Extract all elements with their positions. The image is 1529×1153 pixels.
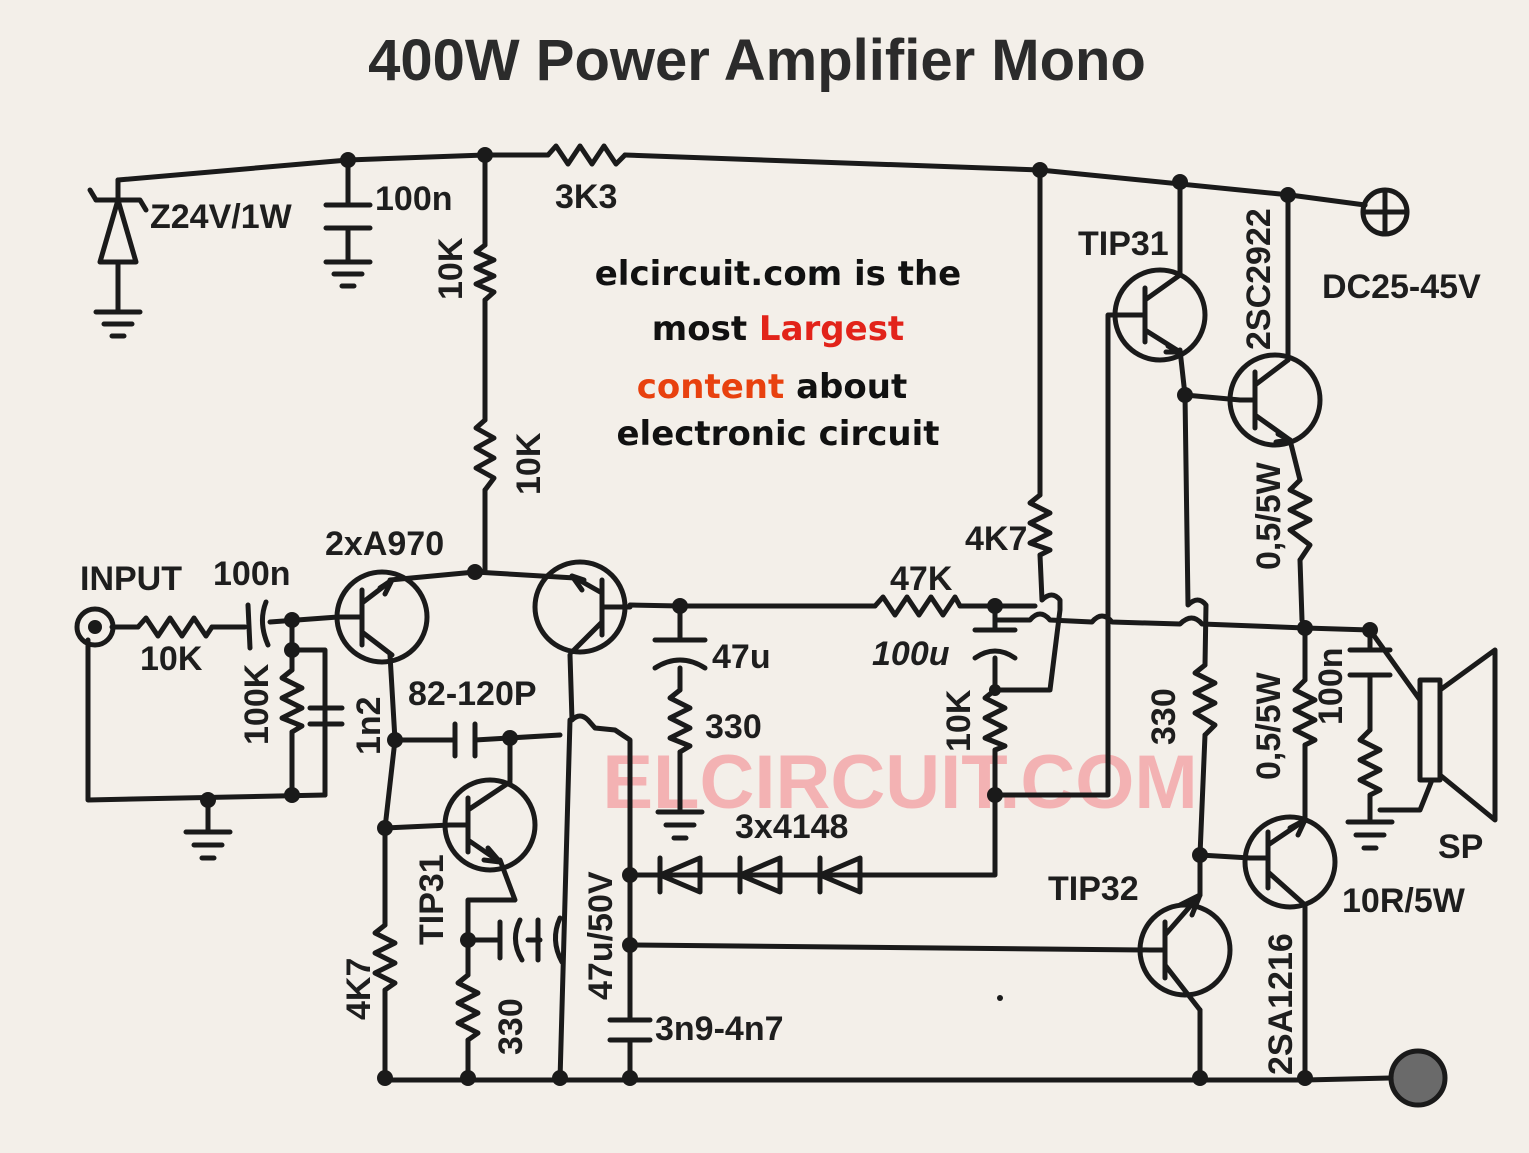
resistor-100k [279,667,305,735]
promo-line-3-content: content [637,367,785,407]
resistor-4k7-right [1027,492,1053,558]
ground-symbol-zener [93,309,143,339]
label-q-pair: 2xA970 [325,525,444,563]
cap-47u-50v [535,915,565,965]
transistor-tip31-driver [442,777,538,873]
ground-symbol-snubber [1345,819,1395,851]
label-r-330-right: 330 [1145,688,1183,745]
cap-47u [652,637,708,671]
label-r-330-mid: 330 [705,708,762,746]
transistor-tip31-output [1112,267,1208,363]
transistor-a970-left [334,569,430,665]
label-cap-3n9: 3n9-4n7 [655,1010,784,1048]
promo-line-2-most: most [652,309,759,349]
cap-100n-top [323,202,373,231]
label-r-10k-right: 10K [940,689,978,752]
label-r-10k-in: 10K [140,640,203,678]
label-cap-1n2: 1n2 [350,696,388,755]
cap-3n9-4n7 [607,1017,653,1043]
resistor-10k-right [982,687,1008,753]
supply-terminal-icon [1360,187,1410,237]
transistor-tip32 [1137,892,1233,1013]
label-r-05-bot: 0,5/5W [1250,671,1288,780]
label-r-47k: 47K [890,560,953,598]
cap-emitter-driver [497,917,525,963]
label-q-2sc2922: 2SC2922 [1240,208,1278,350]
resistor-330-right [1192,662,1218,738]
ground-symbol-cap [323,259,373,289]
resistor-05-5w-bottom [1292,677,1318,748]
zener-diode [87,187,149,265]
junction-dots [200,147,1378,1086]
promo-line-2-largest: Largest [759,309,904,349]
label-q-2sa1216: 2SA1216 [1262,933,1300,1075]
promo-block: elcircuit.com is the most Largest conten… [595,254,962,454]
resistor-10k-input [135,615,215,639]
ground-symbol-47u [655,809,705,841]
label-cap-100n-in: 100n [213,555,291,593]
transistor-2sa1216 [1242,814,1338,910]
resistor-47k [872,594,963,618]
label-r-330-left: 330 [492,998,530,1055]
label-cap-47u: 47u [712,638,771,676]
resistor-10r-5w [1357,727,1383,798]
label-r-100k: 100K [238,663,276,745]
transistor-2sc2922 [1227,352,1323,448]
label-input: INPUT [80,560,182,598]
label-cap-100n-top: 100n [375,180,453,218]
cap-100u [972,627,1018,661]
label-cap-100n-out: 100n [1312,648,1350,726]
transistor-a970-right [532,559,633,655]
page-title: 400W Power Amplifier Mono [368,28,1146,93]
label-r-10k-lower: 10K [510,432,548,495]
label-r-4k7-left: 4K7 [340,958,378,1020]
resistor-10k-lower [473,417,497,493]
label-q-tip31-out: TIP31 [1078,225,1169,263]
label-speaker: SP [1438,828,1483,866]
label-zener: Z24V/1W [150,198,293,236]
speaker-icon [1417,647,1498,823]
promo-line-3: content about [637,367,907,407]
promo-line-1: elcircuit.com is the [595,254,962,294]
label-diodes: 3x4148 [735,808,848,846]
label-q-tip32: TIP32 [1048,870,1139,908]
resistor-330-left [455,937,481,1043]
resistor-4k7-left [372,922,398,993]
component-labels: Z24V/1W 100n 3K3 10K 10K INPUT 100n 10K … [80,178,1483,1075]
input-jack [74,606,116,648]
label-r-10r: 10R/5W [1342,882,1466,920]
label-r-05-top: 0,5/5W [1250,461,1288,570]
promo-line-3-about: about [784,367,907,407]
cap-1n2 [307,705,345,727]
label-supply: DC25-45V [1322,268,1481,306]
ground-symbol-input [183,829,233,861]
ground-terminal-icon [1388,1048,1448,1108]
diode-string [652,855,883,895]
label-r-10k-upper: 10K [432,237,470,300]
resistor-05-5w-top [1287,477,1313,563]
promo-line-4: electronic circuit [617,414,940,454]
resistor-3k3 [545,143,628,167]
label-r-3k3: 3K3 [555,178,617,216]
label-r-4k7-right: 4K7 [965,520,1027,558]
cap-100n-output [1347,647,1393,678]
cap-100n-input [245,599,271,651]
label-cap-47u50v: 47u/50V [582,871,620,1000]
resistor-330-mid [667,687,693,755]
resistor-10k-upper [473,242,497,303]
cap-82-120p [452,721,478,759]
label-cap-82-120p: 82-120P [408,675,537,713]
label-q-tip31-driver: TIP31 [413,854,451,945]
label-cap-100u: 100u [872,635,950,673]
promo-line-2: most Largest [652,309,904,349]
